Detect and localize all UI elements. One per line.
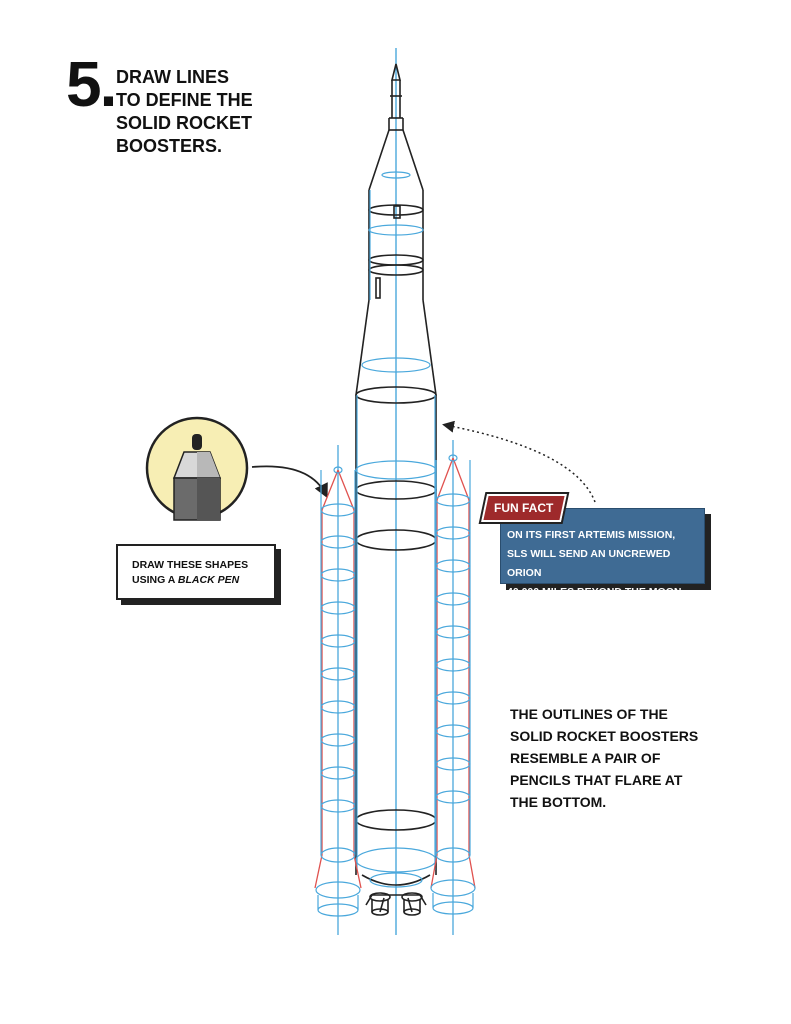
pen-note-line: USING A BLACK PEN xyxy=(132,573,274,588)
pen-arrow xyxy=(251,465,328,499)
fun-fact-tag: FUN FACT xyxy=(478,492,570,524)
step-line: TO DEFINE THE xyxy=(116,90,253,110)
pen-note-box: DRAW THESE SHAPES USING A BLACK PEN xyxy=(116,544,276,600)
step-instruction: DRAW LINES TO DEFINE THE SOLID ROCKET BO… xyxy=(116,66,316,158)
fun-fact-line: SLS WILL SEND AN UNCREWED ORION xyxy=(507,548,671,579)
core-guide-ellipses xyxy=(355,171,437,888)
caption-line: SOLID ROCKET BOOSTERS xyxy=(510,728,699,744)
fact-arrow xyxy=(442,420,596,503)
fun-fact-line: 40,000 MILES BEYOND THE MOON. xyxy=(507,586,685,598)
fun-fact-line: ON ITS FIRST ARTEMIS MISSION, xyxy=(507,529,676,541)
caption-line: RESEMBLE A PAIR OF xyxy=(510,750,661,766)
pen-tip xyxy=(192,434,202,450)
pen-note-line: DRAW THESE SHAPES xyxy=(132,559,249,571)
step-number: 5. xyxy=(66,48,117,120)
right-booster xyxy=(430,440,476,935)
step-line: BOOSTERS. xyxy=(116,136,223,156)
caption-line: THE BOTTOM. xyxy=(510,794,607,810)
caption-line: THE OUTLINES OF THE xyxy=(510,706,668,722)
fun-fact-box: ON ITS FIRST ARTEMIS MISSION, SLS WILL S… xyxy=(500,508,705,598)
step-line: DRAW LINES xyxy=(116,67,230,87)
pen-note-emphasis: BLACK PEN xyxy=(177,574,240,586)
pen-note-prefix: USING A xyxy=(132,574,178,586)
left-booster xyxy=(314,445,362,935)
step-line: SOLID ROCKET xyxy=(116,113,253,133)
caption-line: PENCILS THAT FLARE AT xyxy=(510,772,683,788)
caption: THE OUTLINES OF THE SOLID ROCKET BOOSTER… xyxy=(510,703,750,813)
pen-illustration xyxy=(145,416,249,521)
fun-fact-tag-label: FUN FACT xyxy=(494,501,554,515)
